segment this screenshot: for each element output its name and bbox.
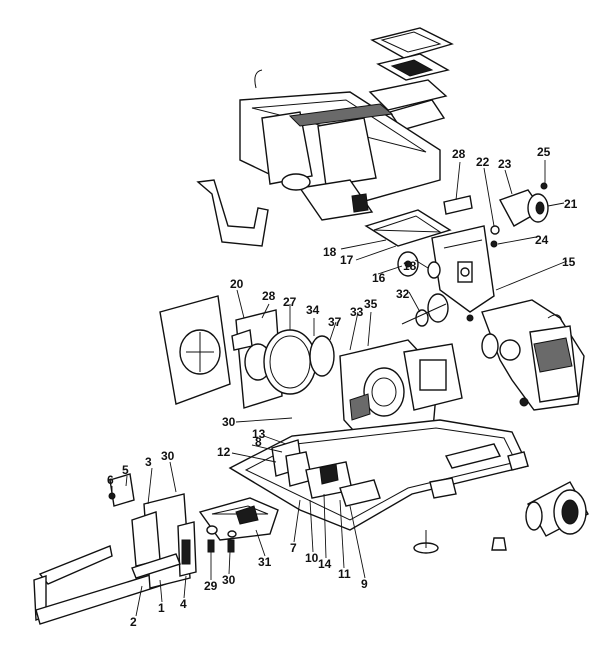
callout-25: 25 (537, 145, 551, 159)
screws (207, 539, 235, 553)
callout-33: 33 (350, 305, 364, 319)
callout-11: 11 (338, 567, 351, 581)
callout-30-screw: 30 (222, 573, 236, 587)
callout-31: 31 (258, 555, 272, 569)
callout-12: 12 (217, 445, 231, 459)
callout-10: 10 (305, 551, 319, 565)
feet (413, 530, 507, 554)
callout-20: 20 (230, 277, 244, 291)
callout-labels: 1 2 3 4 5 6 7 8 9 10 11 12 13 14 15 16 1… (107, 145, 578, 629)
callout-24: 24 (535, 233, 549, 247)
callout-29: 29 (204, 579, 218, 593)
right-motor-unit (466, 299, 585, 411)
callout-18-lower: 18 (403, 259, 417, 273)
base-plate (228, 419, 529, 531)
callout-35: 35 (364, 297, 378, 311)
callout-28-frame: 28 (262, 289, 276, 303)
callout-2: 2 (130, 615, 137, 629)
callout-30-carrier: 30 (161, 449, 175, 463)
callout-8: 8 (255, 435, 262, 449)
leader-lines (111, 160, 568, 617)
callout-15: 15 (562, 255, 576, 269)
callout-6: 6 (107, 473, 114, 487)
callout-9: 9 (361, 577, 368, 591)
callout-23: 23 (498, 157, 512, 171)
callout-22: 22 (476, 155, 490, 169)
left-panel (159, 295, 231, 405)
callout-3: 3 (145, 455, 152, 469)
motor-assembly (490, 182, 549, 248)
callout-18-upper: 18 (323, 245, 337, 259)
callout-13: 13 (252, 427, 266, 441)
callout-34: 34 (306, 303, 320, 317)
callout-16: 16 (372, 271, 386, 285)
slide-carrier (33, 473, 197, 625)
callout-21: 21 (564, 197, 578, 211)
callout-17: 17 (340, 253, 354, 267)
callout-1: 1 (158, 601, 165, 615)
callout-7: 7 (290, 541, 297, 555)
condenser-lens (263, 329, 335, 395)
pulley-parts (397, 195, 473, 327)
callout-14: 14 (318, 557, 332, 571)
callout-28-top: 28 (452, 147, 466, 161)
callout-27: 27 (283, 295, 297, 309)
callout-5: 5 (122, 463, 129, 477)
top-housing (239, 69, 441, 221)
callout-37: 37 (328, 315, 342, 329)
top-slide-tray (368, 27, 454, 131)
callout-30-lamp: 30 (222, 415, 236, 429)
lamp-plate (364, 209, 452, 247)
motor-housing (431, 225, 495, 313)
lens-barrel (525, 481, 589, 537)
callout-4: 4 (180, 597, 187, 611)
callout-32: 32 (396, 287, 410, 301)
lever-mechanism (198, 497, 279, 541)
u-bracket (196, 179, 269, 247)
